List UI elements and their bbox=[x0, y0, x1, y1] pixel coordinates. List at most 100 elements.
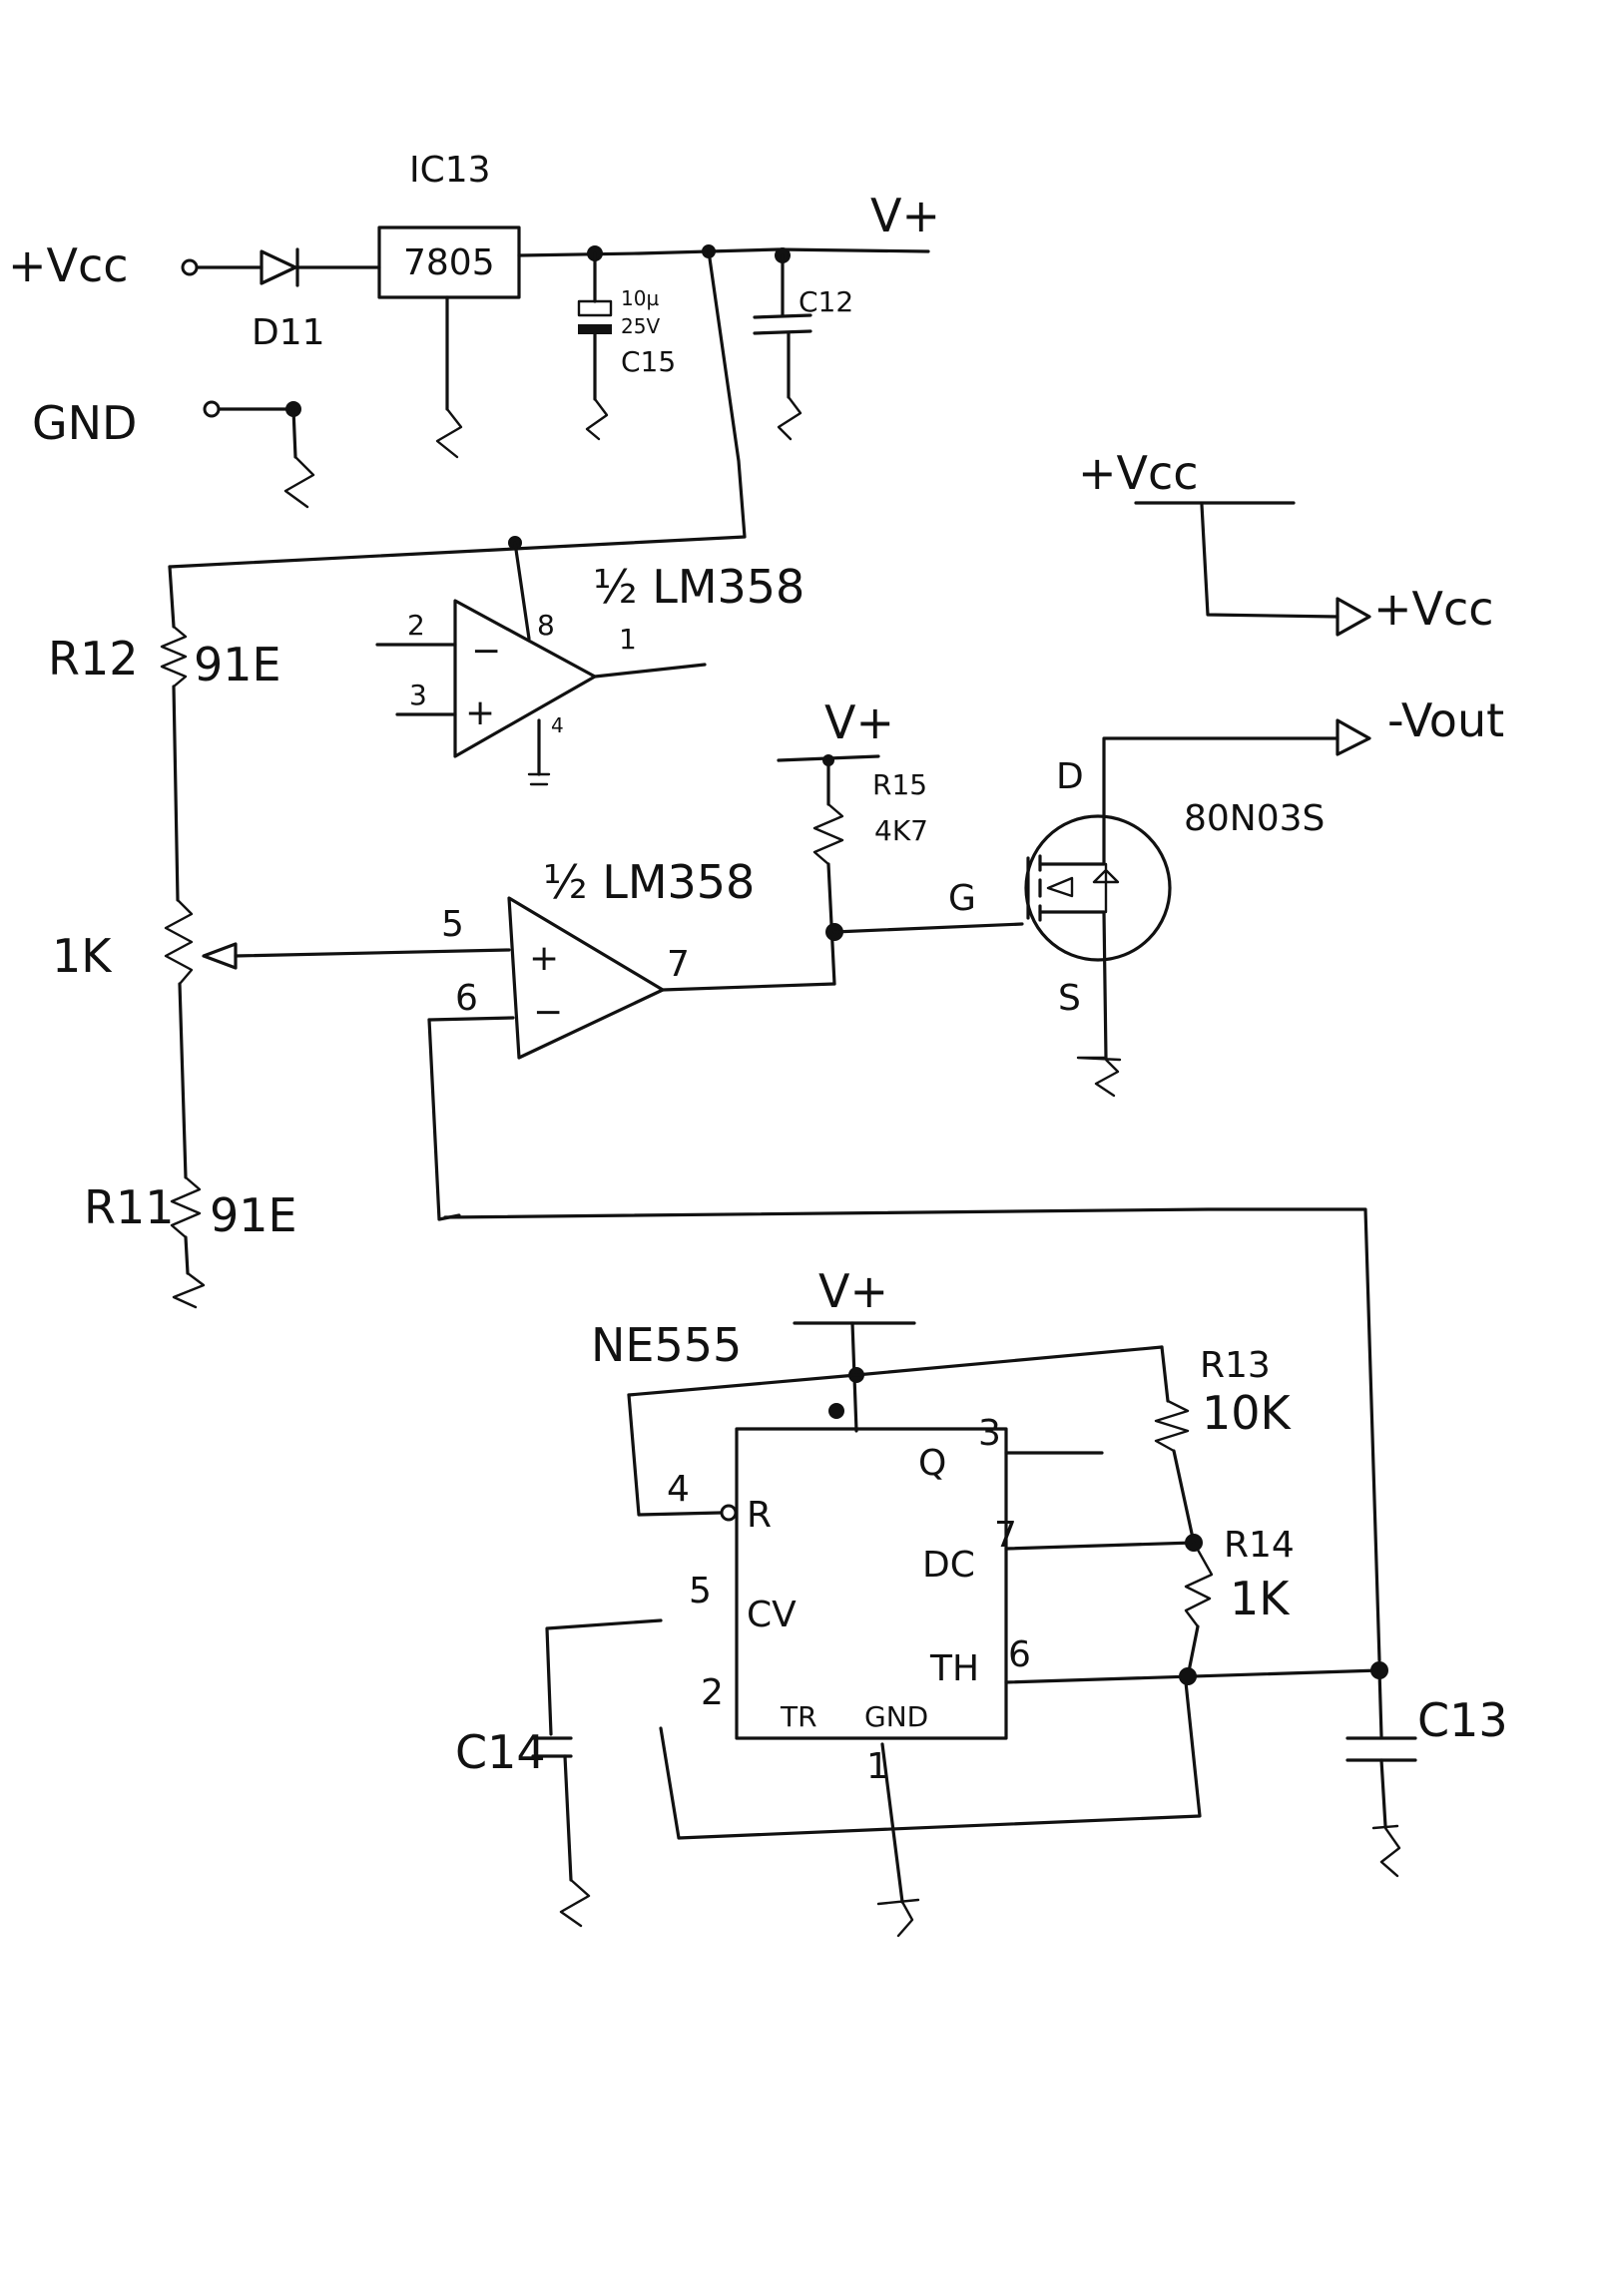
gnd-input-symbol bbox=[283, 455, 315, 509]
th-junction bbox=[1179, 1667, 1197, 1685]
c14-ref-label: C14 bbox=[455, 1725, 546, 1779]
timer-pin-q: Q bbox=[918, 1443, 946, 1484]
opamp-b-output-wire bbox=[661, 982, 836, 992]
mosfet-ground-symbol bbox=[1076, 1056, 1122, 1098]
mosfet-arrow bbox=[1046, 876, 1074, 898]
pot-label: 1K bbox=[52, 929, 113, 983]
r13-top-lead bbox=[1160, 1345, 1170, 1403]
timer-reset-wire bbox=[627, 1393, 723, 1517]
timer-pin5-num: 5 bbox=[689, 1571, 712, 1611]
divider-low-wire bbox=[178, 982, 188, 1179]
c15-voltage-label: 25V bbox=[621, 314, 660, 338]
opamp-b-pin6: 6 bbox=[455, 978, 478, 1019]
r13-zigzag bbox=[1154, 1399, 1190, 1453]
r11-value-label: 91E bbox=[210, 1188, 297, 1242]
mosfet-body-circle bbox=[1024, 814, 1172, 962]
timer-pin3-num: 3 bbox=[978, 1413, 1001, 1454]
divider-bottom-wire bbox=[184, 1235, 190, 1275]
timer-pin-tr: TR bbox=[780, 1700, 817, 1733]
feedback-wire-right bbox=[443, 1207, 1381, 1662]
timer-rail-label: V+ bbox=[818, 1264, 888, 1318]
pot-wiper-arrow bbox=[202, 942, 238, 970]
r14-zigzag bbox=[1184, 1541, 1214, 1628]
diode-d11-symbol bbox=[260, 249, 297, 285]
r14-value-label: 1K bbox=[1230, 1572, 1291, 1625]
timer-pin-reset: R bbox=[747, 1495, 772, 1536]
vcc-bus-source-label: +Vcc bbox=[1078, 446, 1199, 500]
timer-part-label: NE555 bbox=[591, 1318, 742, 1372]
pot-zigzag bbox=[164, 898, 194, 986]
vcc-bus-section: +Vcc +Vcc bbox=[1078, 446, 1494, 637]
divider-ground-symbol bbox=[172, 1271, 206, 1309]
opamp-a-part-label: ½ LM358 bbox=[593, 560, 804, 614]
timer-pin7-num: 7 bbox=[994, 1515, 1017, 1556]
mosfet-part-label: 80N03S bbox=[1184, 798, 1325, 839]
rail-out-label: V+ bbox=[870, 189, 940, 242]
opamp-a-vcc-wire bbox=[513, 541, 531, 641]
opamp-a-triangle bbox=[453, 599, 597, 758]
timer-dc-wire bbox=[1004, 1541, 1196, 1551]
pot-wiper-wire bbox=[234, 948, 511, 958]
r12-value-label: 91E bbox=[194, 638, 281, 691]
diode-ref-label: D11 bbox=[252, 312, 325, 353]
opamp-a-output-wire bbox=[593, 663, 707, 679]
opamp-a-section: − + 2 3 8 4 1 ½ LM358 bbox=[375, 536, 804, 786]
opamp-b-plus: + bbox=[529, 938, 559, 979]
vcc-bus-arrow bbox=[1336, 597, 1371, 637]
r13-bottom-lead bbox=[1172, 1449, 1196, 1545]
opamp-b-pin6-wire bbox=[427, 1016, 515, 1022]
regulator-ground-symbol bbox=[435, 407, 463, 459]
mosfet-body-diode bbox=[1092, 862, 1120, 914]
r13-value-label: 10K bbox=[1202, 1386, 1293, 1440]
divider-section: R12 91E 1K R11 91E bbox=[48, 565, 511, 1309]
opamp-b-minus: − bbox=[533, 992, 563, 1033]
timer-pin4-num: 4 bbox=[667, 1469, 690, 1510]
gnd-input-label: GND bbox=[32, 396, 137, 450]
vcc-input-terminal bbox=[181, 258, 199, 276]
vcc-bus-target-label: +Vcc bbox=[1373, 582, 1494, 636]
r15-value-label: 4K7 bbox=[874, 814, 928, 847]
vout-arrow bbox=[1336, 718, 1371, 756]
c15-value-label: 10µ bbox=[621, 286, 659, 310]
opamp-a-pin2: 2 bbox=[407, 609, 425, 642]
mosfet-section: D G S -Vout 80N03S bbox=[948, 693, 1504, 1098]
timer-pin-th: TH bbox=[929, 1648, 979, 1689]
c12-ref-label: C12 bbox=[799, 285, 853, 318]
c12-plate-bottom bbox=[753, 329, 812, 335]
vcc-bus-wire bbox=[1200, 503, 1339, 619]
gnd-input-terminal bbox=[203, 400, 221, 418]
timer-tr-loop bbox=[659, 1680, 1202, 1840]
rail-wire-vplus bbox=[517, 247, 930, 257]
timer-pin-cv: CV bbox=[747, 1595, 797, 1635]
mosfet-source-wire bbox=[1038, 910, 1108, 1060]
power-supply-section: +Vcc D11 IC13 7805 GND V+ 10µ 25V C15 bbox=[8, 150, 940, 569]
divider-top-wire bbox=[168, 565, 176, 629]
timer-cv-wire bbox=[545, 1618, 663, 1736]
timer-pin-dc: DC bbox=[922, 1545, 975, 1586]
gnd-input-down bbox=[291, 407, 297, 459]
timer-pin2-num: 2 bbox=[701, 1672, 724, 1713]
opamp-b-pin5: 5 bbox=[441, 904, 464, 945]
opamp-b-part-label: ½ LM358 bbox=[543, 855, 755, 909]
opamp-a-pin8: 8 bbox=[537, 609, 555, 642]
timer-gnd-wire bbox=[880, 1742, 904, 1904]
c12-plate-top bbox=[753, 313, 812, 319]
c15-ref-label: C15 bbox=[621, 345, 676, 378]
r15-zigzag bbox=[812, 802, 844, 866]
opamp-a-plus: + bbox=[465, 692, 495, 733]
c13-top-lead bbox=[1377, 1668, 1383, 1738]
c15-ground-symbol bbox=[585, 397, 609, 441]
mosfet-drain-wire bbox=[1038, 736, 1339, 866]
gate-wire bbox=[832, 922, 1024, 934]
mosfet-drain-label: D bbox=[1056, 756, 1084, 797]
opamp-b-pin7: 7 bbox=[667, 944, 690, 985]
timer-rail-top-wire bbox=[627, 1345, 1164, 1397]
c13-ref-label: C13 bbox=[1417, 1693, 1508, 1747]
rail-feed-wire bbox=[168, 249, 747, 569]
opamp-a-minus: − bbox=[471, 631, 501, 672]
r12-ref-label: R12 bbox=[48, 632, 139, 686]
gate-rail-label: V+ bbox=[824, 695, 894, 749]
regulator-part-label: 7805 bbox=[403, 242, 495, 283]
